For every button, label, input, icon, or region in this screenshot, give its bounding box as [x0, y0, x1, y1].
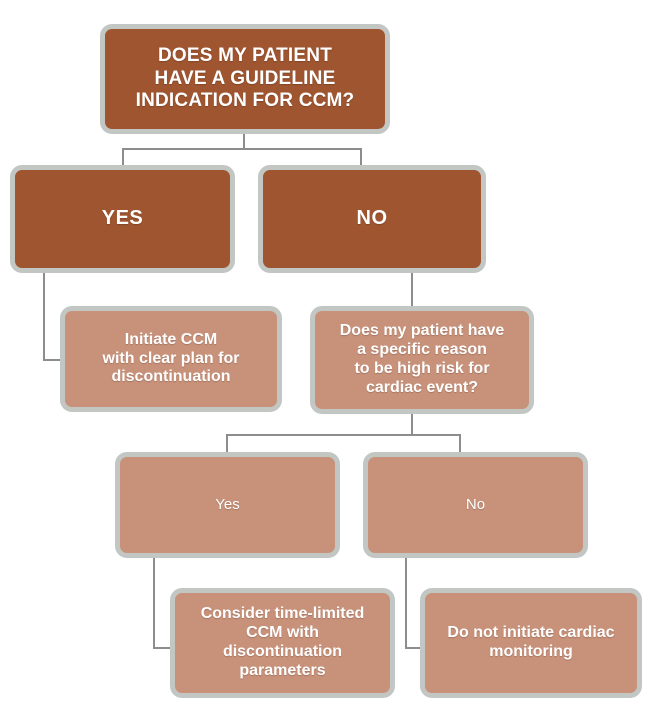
- connector-root-to-no: [360, 148, 362, 166]
- node-do-not-initiate[interactable]: Do not initiate cardiac monitoring: [420, 588, 642, 698]
- node-time-limited-ccm[interactable]: Consider time-limited CCM with discontin…: [170, 588, 395, 698]
- node-root-question-label: DOES MY PATIENT HAVE A GUIDELINE INDICAT…: [135, 45, 355, 112]
- node-no-secondary[interactable]: No: [363, 452, 588, 558]
- node-no-label: NO: [356, 207, 388, 230]
- connector-yes-drop: [43, 272, 45, 361]
- node-risk-question[interactable]: Does my patient have a specific reason t…: [310, 306, 534, 414]
- node-no-secondary-label: No: [465, 496, 486, 514]
- connector-riskq-stem: [411, 413, 413, 435]
- connector-yes2-drop: [153, 557, 155, 649]
- node-time-limited-ccm-label: Consider time-limited CCM with discontin…: [200, 605, 365, 679]
- node-initiate-ccm-label: Initiate CCM with clear plan for discont…: [102, 330, 240, 386]
- node-yes-label: YES: [101, 207, 144, 230]
- node-initiate-ccm[interactable]: Initiate CCM with clear plan for discont…: [60, 306, 282, 412]
- connector-riskq-to-yes2: [226, 434, 228, 453]
- node-yes-secondary-label: Yes: [215, 496, 240, 514]
- node-root-question[interactable]: DOES MY PATIENT HAVE A GUIDELINE INDICAT…: [100, 24, 390, 134]
- node-risk-question-label: Does my patient have a specific reason t…: [339, 322, 505, 396]
- connector-root-bus: [122, 148, 362, 150]
- connector-no2-drop: [405, 557, 407, 649]
- connector-yes-to-initiate: [43, 359, 65, 361]
- node-yes[interactable]: YES: [10, 165, 235, 273]
- connector-no2-to-donot: [405, 647, 427, 649]
- connector-riskq-to-no2: [459, 434, 461, 453]
- connector-no-to-riskq: [411, 272, 413, 308]
- connector-riskq-bus: [226, 434, 461, 436]
- connector-yes2-to-timelimited: [153, 647, 175, 649]
- node-no[interactable]: NO: [258, 165, 486, 273]
- connector-root-stem: [243, 134, 245, 149]
- connector-root-to-yes: [122, 148, 124, 166]
- node-yes-secondary[interactable]: Yes: [115, 452, 340, 558]
- node-do-not-initiate-label: Do not initiate cardiac monitoring: [447, 624, 615, 660]
